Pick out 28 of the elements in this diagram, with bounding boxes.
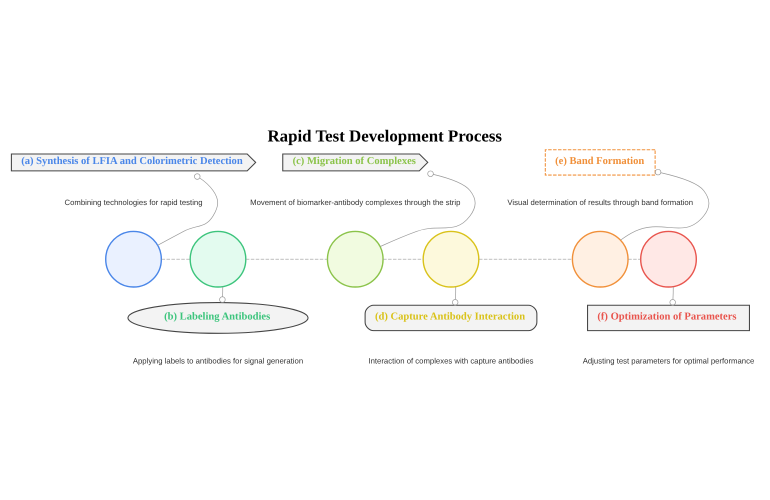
diagram-title: Rapid Test Development Process xyxy=(267,126,502,146)
node-label: Interaction of complexes with capture antibodies xyxy=(368,356,534,366)
node-box: (f) Optimization of Parameters xyxy=(587,304,750,332)
connector xyxy=(219,286,226,303)
node-circle xyxy=(572,230,629,288)
connector xyxy=(670,286,676,306)
connector xyxy=(478,258,573,260)
node-circle xyxy=(422,230,480,288)
node-ellipse: (b) Labeling Antibodies xyxy=(127,302,309,334)
connector xyxy=(452,286,458,306)
node-label: Adjusting test parameters for optimal performance xyxy=(582,356,754,366)
connector xyxy=(620,168,710,240)
connector xyxy=(161,258,190,260)
connector xyxy=(382,258,424,260)
connector xyxy=(157,173,218,246)
node-circle xyxy=(640,230,697,288)
node-label: Movement of biomarker-antibody complexes through the strip xyxy=(250,198,460,208)
node-box: (e) Band Formation xyxy=(544,149,656,176)
node-box: (d) Capture Antibody Interaction xyxy=(364,304,538,332)
connector xyxy=(246,258,328,260)
node-label: Visual determination of results through band formation xyxy=(507,198,694,208)
connector xyxy=(380,170,476,247)
node-label: Combining technologies for rapid testing xyxy=(64,198,203,208)
node-circle xyxy=(189,230,246,288)
node-circle xyxy=(326,230,384,288)
node-circle xyxy=(105,230,162,288)
connector xyxy=(628,258,641,260)
node-label: Applying labels to antibodies for signal generation xyxy=(132,356,304,366)
